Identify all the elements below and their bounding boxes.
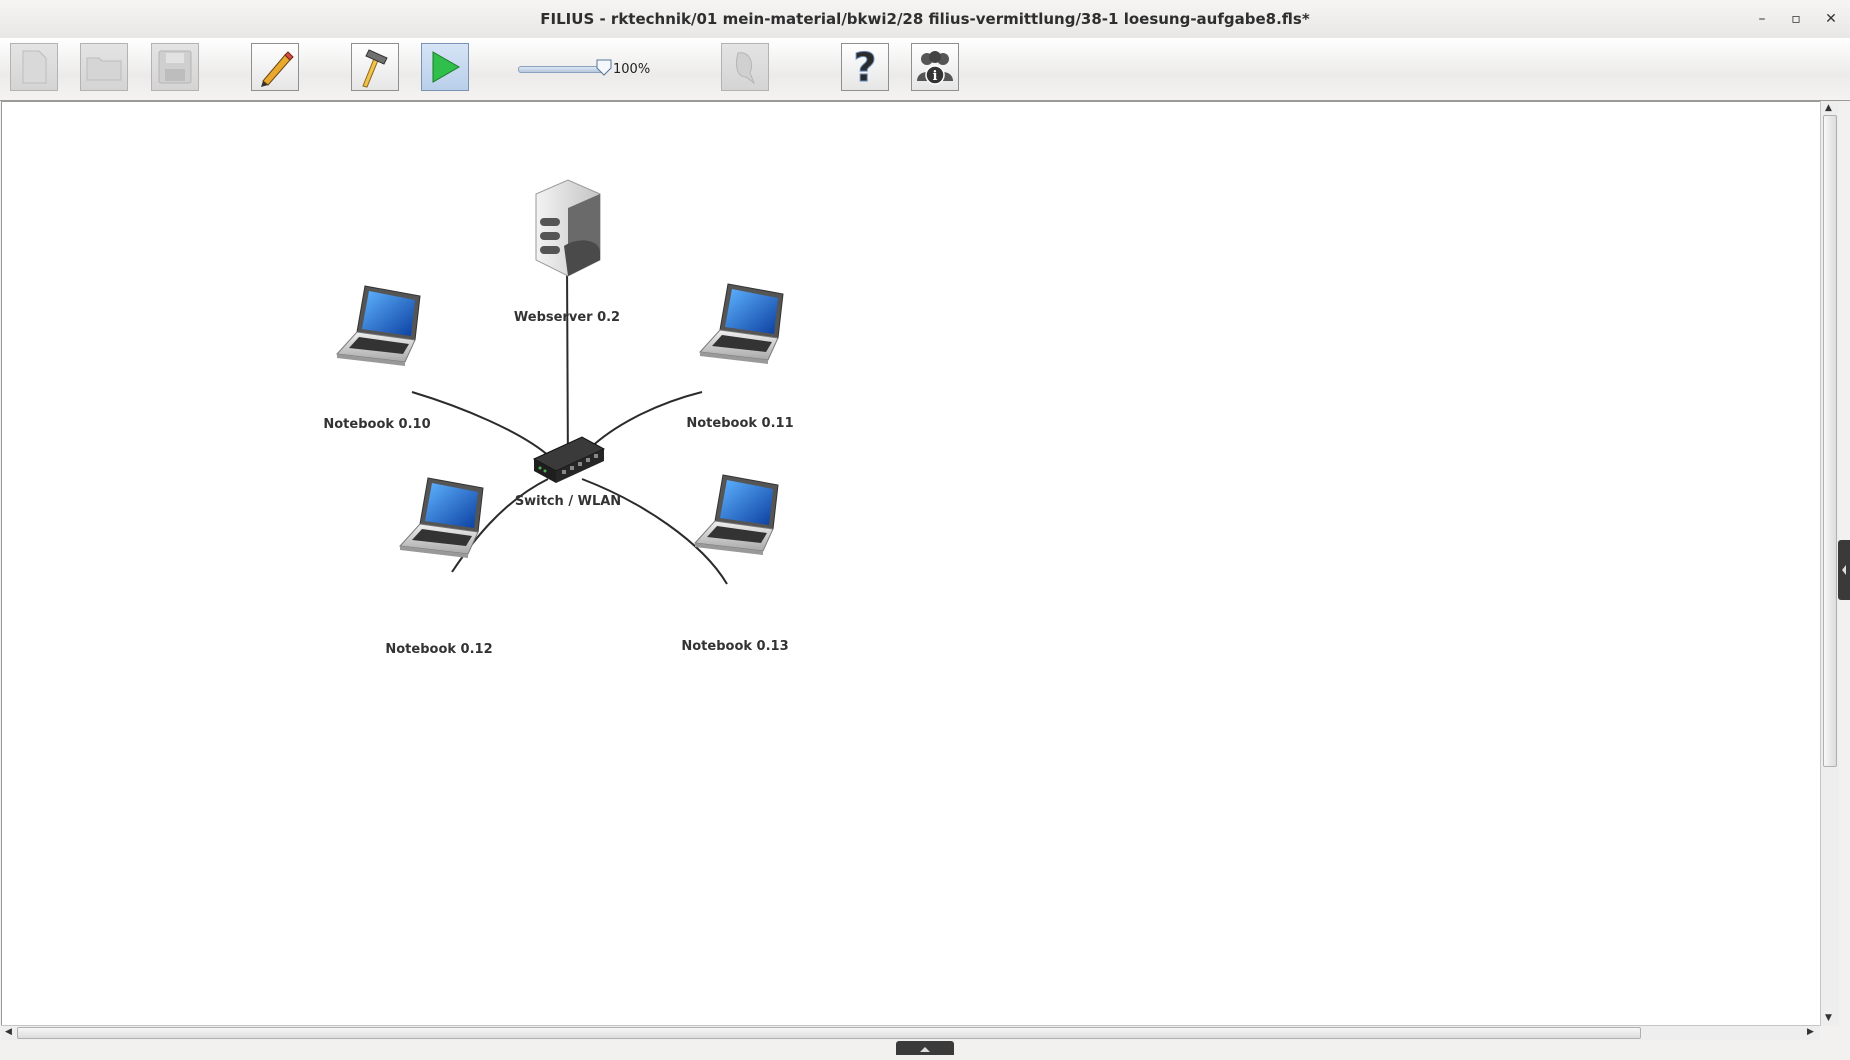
zoom-slider-thumb[interactable] (596, 59, 612, 77)
scroll-right-icon[interactable]: ▶ (1807, 1027, 1814, 1037)
new-file-button[interactable] (10, 43, 58, 91)
cable-notebook-0-12[interactable] (451, 478, 549, 573)
run-button[interactable] (421, 43, 469, 91)
about-button[interactable]: i (911, 43, 959, 91)
play-icon (432, 51, 461, 83)
maximize-icon[interactable]: ▫ (1791, 11, 1801, 27)
cable-notebook-0-10[interactable] (411, 391, 551, 458)
node-label: Notebook 0.11 (686, 416, 794, 431)
folder-icon (86, 57, 122, 81)
new-file-icon (22, 50, 47, 84)
simulation-mode-button[interactable] (351, 43, 399, 91)
laptop-icon[interactable] (693, 474, 779, 555)
horizontal-scrollbar[interactable]: ◀ ▶ (1, 1025, 1820, 1040)
switch-icon[interactable] (532, 436, 606, 483)
laptop-icon[interactable] (698, 283, 784, 364)
steps-button[interactable] (721, 43, 769, 91)
svg-text:?: ? (853, 45, 876, 89)
horizontal-scroll-thumb[interactable] (17, 1027, 1641, 1039)
side-panel-toggle[interactable] (1838, 540, 1850, 600)
vertical-scroll-thumb[interactable] (1823, 115, 1837, 767)
cable-notebook-0-13[interactable] (581, 478, 728, 585)
node-label: Switch / WLAN (514, 494, 622, 509)
zoom-slider[interactable] (518, 66, 605, 73)
chevron-left-icon (1842, 565, 1846, 575)
server-icon[interactable] (535, 179, 601, 277)
scroll-up-icon[interactable]: ▲ (1825, 103, 1832, 113)
bottom-panel-toggle[interactable] (896, 1041, 954, 1055)
close-icon[interactable]: ✕ (1825, 11, 1837, 27)
scroll-left-icon[interactable]: ◀ (5, 1027, 12, 1037)
question-icon: ? (853, 45, 877, 89)
minimize-icon[interactable]: – (1758, 11, 1766, 27)
chevron-up-icon (920, 1047, 930, 1052)
floppy-icon (158, 50, 192, 84)
network-diagram (335, 179, 784, 585)
cable-webserver[interactable] (566, 261, 569, 478)
cable-notebook-0-11[interactable] (587, 391, 703, 451)
node-label: Notebook 0.13 (681, 639, 789, 654)
save-file-button[interactable] (151, 43, 199, 91)
network-canvas[interactable]: Webserver 0.2 Notebook 0.10 Notebook 0.1… (1, 101, 1821, 1026)
laptop-icon[interactable] (335, 285, 421, 366)
open-file-button[interactable] (80, 43, 128, 91)
node-label: Notebook 0.12 (385, 642, 493, 657)
laptop-icon[interactable] (398, 477, 484, 558)
svg-text:i: i (933, 69, 938, 84)
design-mode-button[interactable] (251, 43, 299, 91)
bird-icon (735, 52, 756, 85)
node-label: Notebook 0.10 (323, 417, 431, 432)
scroll-down-icon[interactable]: ▼ (1825, 1013, 1832, 1023)
zoom-label: 100% (613, 62, 651, 77)
network-cables (411, 261, 728, 585)
help-button[interactable]: ? (841, 43, 889, 91)
title-bar: FILIUS - rktechnik/01 mein-material/bkwi… (0, 0, 1850, 39)
pencil-icon (261, 51, 294, 87)
info-people-icon: i (917, 51, 953, 85)
vertical-scrollbar[interactable]: ▲ ▼ (1820, 101, 1839, 1026)
window-title: FILIUS - rktechnik/01 mein-material/bkwi… (540, 10, 1310, 28)
toolbar: 100% ? i (0, 38, 1850, 101)
hammer-icon (362, 49, 388, 88)
node-label: Webserver 0.2 (513, 310, 621, 325)
